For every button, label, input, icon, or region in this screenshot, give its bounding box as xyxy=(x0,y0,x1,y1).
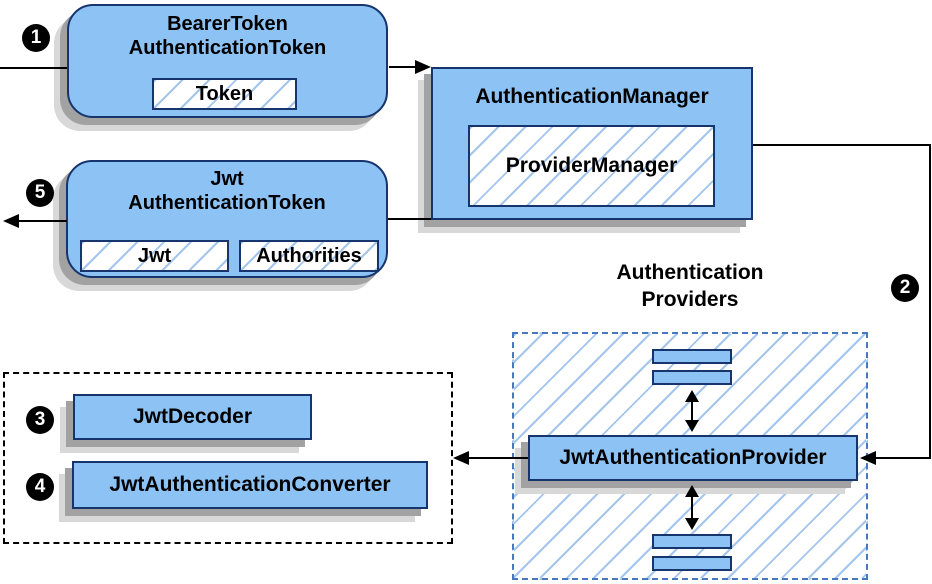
slot-jwt: Jwt xyxy=(80,240,229,272)
authentication-providers-label-line2: Providers xyxy=(641,288,739,311)
provider-stub-rect-1 xyxy=(652,349,732,364)
arrow-bearer-to-manager-head xyxy=(415,60,431,74)
node-authentication-manager: AuthenticationManager ProviderManager xyxy=(431,67,753,220)
node-jwt-authentication-converter: JwtAuthenticationConverter xyxy=(72,461,428,509)
provider-stub-rect-3 xyxy=(652,534,732,549)
authentication-providers-label: Authentication Providers xyxy=(555,259,825,313)
node-jwt-authentication-provider: JwtAuthenticationProvider xyxy=(528,435,858,481)
bearer-token-title-line2: AuthenticationToken xyxy=(128,37,327,59)
authentication-manager-title: AuthenticationManager xyxy=(475,85,709,108)
slot-authorities: Authorities xyxy=(239,240,379,272)
bearer-token-title-line1: BearerToken xyxy=(167,13,288,35)
group-jwt-tools: JwtDecoder JwtAuthenticationConverter xyxy=(3,372,453,544)
node-jwt-decoder: JwtDecoder xyxy=(73,394,312,440)
step-badge-3: 3 xyxy=(26,406,54,434)
step-badge-1: 1 xyxy=(22,24,50,52)
step-badge-5: 5 xyxy=(26,179,54,207)
step-badge-4: 4 xyxy=(26,473,54,501)
step-badge-2: 2 xyxy=(891,274,919,302)
node-jwt-authentication-token: Jwt AuthenticationToken Jwt Authorities xyxy=(66,160,388,278)
authentication-providers-label-line1: Authentication xyxy=(616,261,764,284)
slot-provider-manager: ProviderManager xyxy=(468,125,715,207)
provider-stub-rect-2 xyxy=(652,370,732,385)
slot-token: Token xyxy=(152,78,297,110)
jwt-token-title-line2: AuthenticationToken xyxy=(128,192,326,214)
jwt-token-title: Jwt AuthenticationToken xyxy=(68,162,386,215)
node-bearer-token-authentication-token: BearerToken AuthenticationToken Token xyxy=(67,4,388,118)
group-authentication-providers: JwtAuthenticationProvider xyxy=(512,332,868,580)
arrow-jwt-token-out-head xyxy=(3,214,19,228)
provider-stub-rect-4 xyxy=(652,556,732,571)
bearer-token-title: BearerToken AuthenticationToken xyxy=(69,6,386,60)
arrow-provider-to-tools-head xyxy=(453,451,469,465)
jwt-token-title-line1: Jwt xyxy=(210,168,244,190)
